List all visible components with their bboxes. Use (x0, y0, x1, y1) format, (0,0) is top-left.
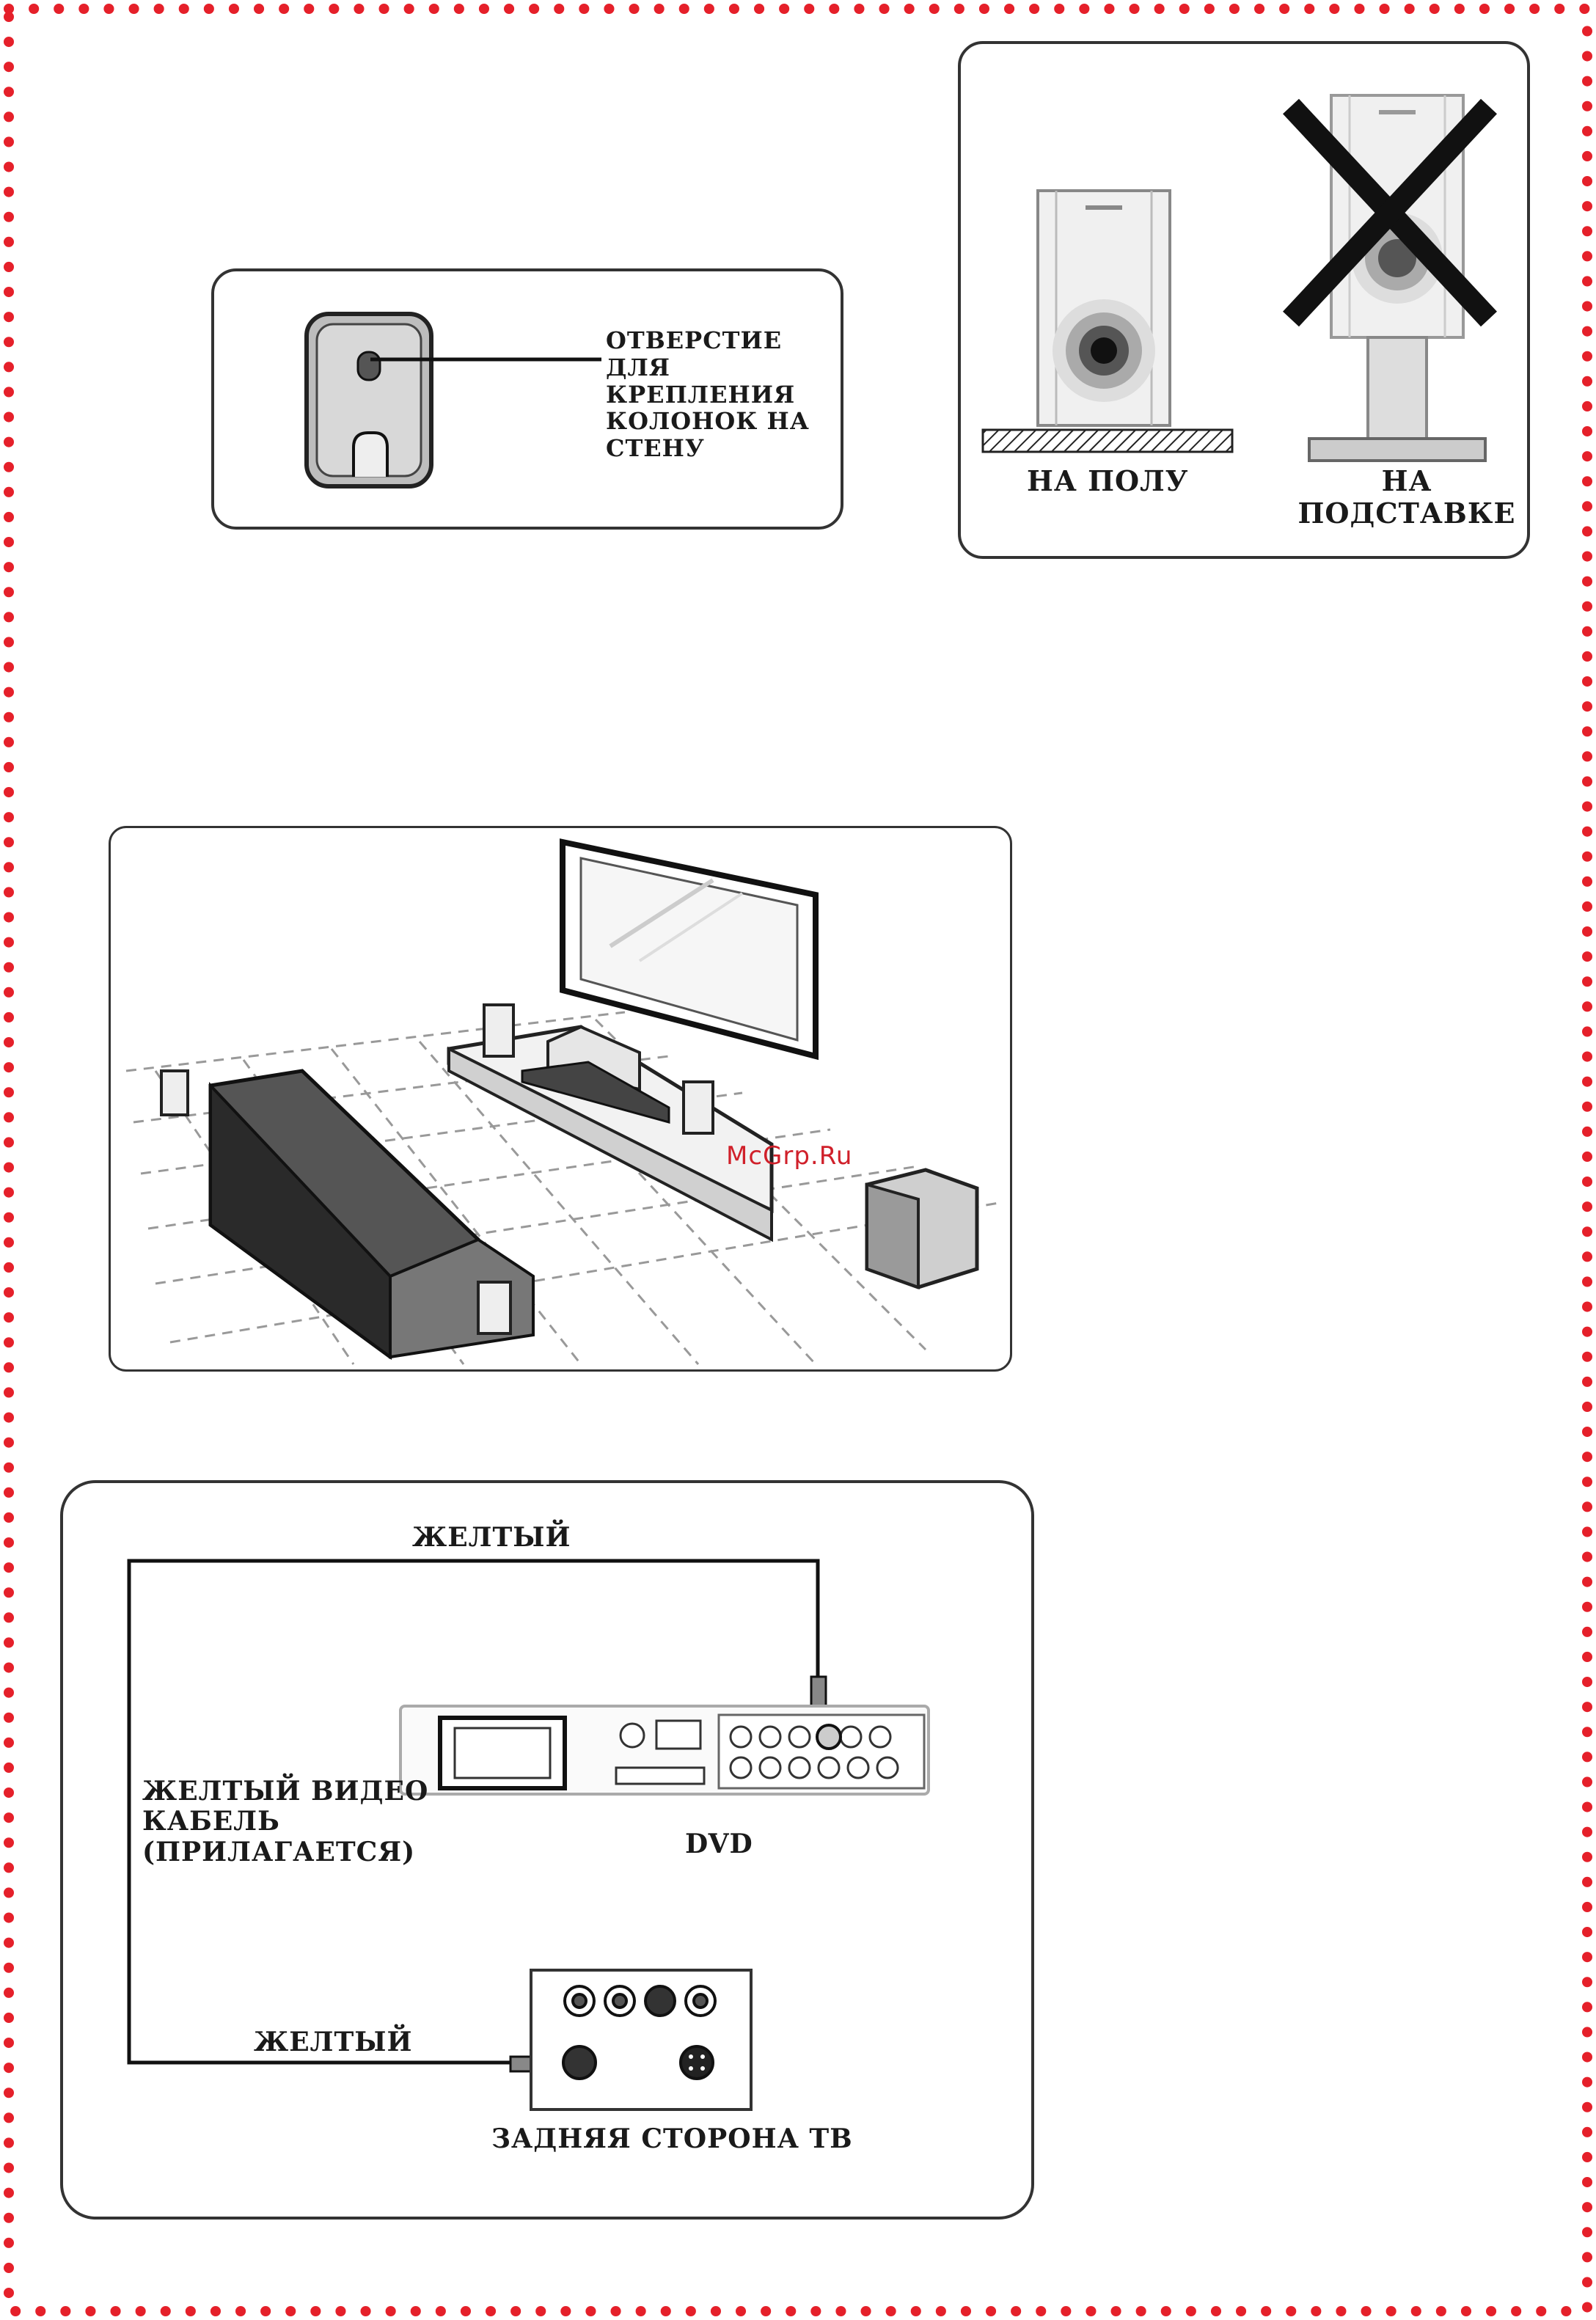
cable-description-line: КАБЕЛЬ (142, 1807, 428, 1837)
watermark-text: McGrp.Ru (726, 1141, 852, 1171)
floor-label: НА ПОЛУ (1027, 465, 1189, 497)
bottom-cable-label: ЖЕЛТЫЙ (254, 2027, 413, 2057)
mount-hole-label-line: КРЕПЛЕНИЯ (606, 381, 810, 409)
top-cable-label: ЖЕЛТЫЙ (412, 1523, 571, 1553)
not-recommended-cross-icon (1276, 95, 1504, 330)
dvd-rear-panel-illustration (396, 1700, 939, 1832)
tv-rear-panel-illustration (528, 1967, 755, 2114)
cable-description: ЖЕЛТЫЙ ВИДЕО КАБЕЛЬ (ПРИЛАГАЕТСЯ) (142, 1776, 428, 1867)
stand-label-line: НА (1297, 465, 1517, 497)
mount-hole-label-line: ОТВЕРСТИЕ (606, 327, 810, 354)
mount-hole-label-line: ДЛЯ (606, 354, 810, 381)
mount-hole-label-line: КОЛОНОК НА (606, 408, 810, 435)
cable-description-line: ЖЕЛТЫЙ ВИДЕО (142, 1776, 428, 1807)
floor-speaker-illustration (983, 183, 1247, 462)
mount-hole-label-line: СТЕНУ (606, 435, 810, 462)
home-theater-room-illustration (111, 829, 1009, 1369)
tv-back-label: ЗАДНЯЯ СТОРОНА ТВ (491, 2124, 853, 2154)
mount-hole-pointer-line (370, 352, 605, 367)
mount-hole-label: ОТВЕРСТИЕ ДЛЯ КРЕПЛЕНИЯ КОЛОНОК НА СТЕНУ (606, 327, 810, 462)
stand-label: НА ПОДСТАВКЕ (1297, 465, 1517, 529)
speaker-back-illustration (301, 308, 440, 491)
dvd-label: DVD (685, 1829, 753, 1859)
cable-description-line: (ПРИЛАГАЕТСЯ) (142, 1837, 428, 1867)
stand-label-line: ПОДСТАВКЕ (1297, 497, 1517, 530)
